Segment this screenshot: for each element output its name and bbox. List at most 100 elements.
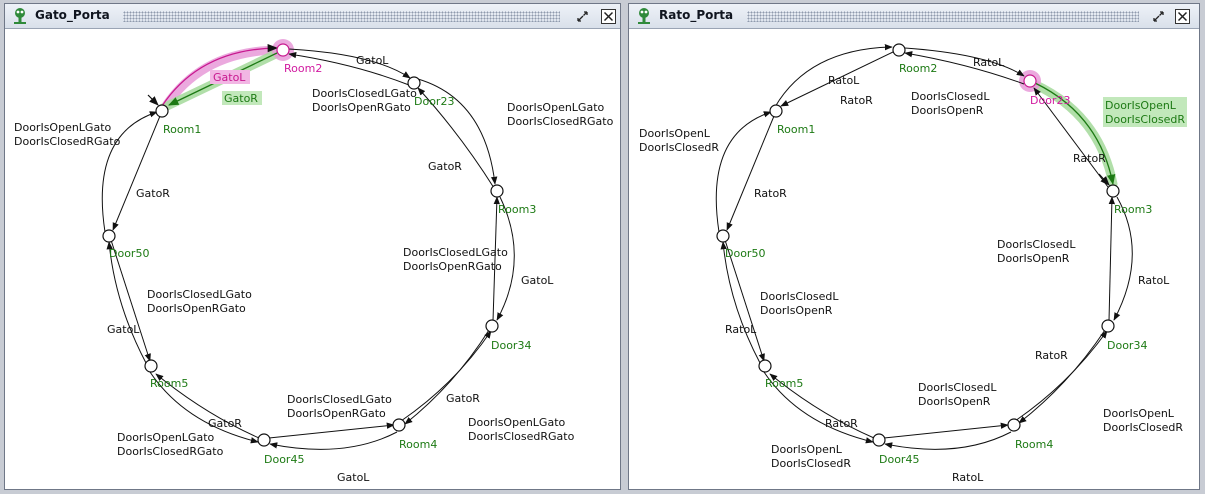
state-room2[interactable]: Room2 [892,43,937,75]
edge-door34-room4 [404,329,490,425]
edge-door34-room3 [1108,196,1116,322]
edge-room4-door34 [400,330,492,422]
state-label-room4: Room4 [399,438,437,451]
edge-room1-door50 [726,115,775,231]
edge-door45-room4 [883,422,1009,439]
restore-icon [1153,11,1164,22]
state-machine-diagram: Room1 Room2 Door23 Room3 Door34 Room4 Do… [14,39,614,484]
state-door50[interactable]: Door50 [716,229,765,260]
label-room4-door34-b: DoorIsClosedRGato [468,430,575,443]
edge-room5-door45 [763,371,874,444]
label-room3-door34: GatoL [521,274,554,287]
state-door23[interactable]: Door23 [1023,74,1070,107]
state-room4[interactable]: Room4 [392,418,437,451]
label-room4-door34-a: DoorIsOpenL [1103,407,1175,420]
edge-door23-room3 [1034,82,1116,186]
state-room3[interactable]: Room3 [490,184,536,216]
edge-door50-room1 [101,111,158,233]
state-room5[interactable]: Room5 [758,359,803,390]
label-door45-room4: GatoL [337,471,370,484]
state-room1[interactable]: Room1 [769,104,815,136]
label-door50-room5-a: DoorIsClosedL [760,290,839,303]
state-label-room1: Room1 [163,123,201,136]
label-room5-door45-b: DoorIsClosedRGato [117,445,224,458]
close-button[interactable] [1175,9,1190,24]
state-door34[interactable]: Door34 [485,319,531,352]
state-machine-diagram: Room1 Room2 Door23 Room3 Door34 Room4 Do… [639,43,1187,484]
label-room5-door45-b: DoorIsClosedR [771,457,851,470]
state-label-door23: Door23 [1030,94,1070,107]
label-room4-door45-a: DoorIsClosedLGato [287,393,392,406]
label-door23-room2-b: DoorIsOpenR [911,104,984,117]
state-label-door50: Door50 [725,247,765,260]
state-label-room5: Room5 [765,377,803,390]
label-door34-room4: GatoR [446,392,480,405]
edge-door50-room5 [110,239,151,362]
state-door50[interactable]: Door50 [102,229,149,260]
state-label-room4: Room4 [1015,438,1053,451]
label-room4-door45-b: DoorIsOpenRGato [287,407,386,420]
close-icon [1175,9,1190,24]
edge-room2-door23 [904,47,1025,77]
edge-door23-room2 [904,51,1025,85]
highlight-label-gatol [210,70,250,84]
label-door50-room1-a: DoorIsOpenL [639,127,711,140]
label-door23-room3-b: DoorIsClosedR [1105,113,1185,126]
edge-room1-room2 [161,43,279,107]
edge-room4-door45 [884,431,1012,450]
label-door34-room3-b: DoorIsOpenRGato [403,260,502,273]
state-label-door50: Door50 [109,247,149,260]
state-room5[interactable]: Room5 [144,359,188,390]
label-door23-room3-a: DoorIsOpenL [1105,99,1177,112]
label-door45-room4: RatoL [952,471,984,484]
restore-button[interactable] [1151,9,1166,24]
title-bar[interactable]: Rato_Porta [629,4,1199,29]
edge-room3-door23 [1033,87,1109,188]
state-room3[interactable]: Room3 [1106,184,1152,216]
state-room4[interactable]: Room4 [1007,418,1053,451]
label-room2-room1: GatoR [224,92,258,105]
label-door50-room1-a: DoorIsOpenLGato [14,121,112,134]
edge-door34-room4 [1018,329,1106,424]
label-room4-door45-a: DoorIsClosedL [918,381,997,394]
initial-arrow [1098,173,1110,186]
label-room2-room1: RatoL [828,74,860,87]
label-room1-room2: GatoL [213,71,246,84]
state-door45[interactable]: Door45 [257,433,304,466]
edge-room5-door50 [720,241,761,364]
label-room5-door45-a: DoorIsOpenL [771,443,843,456]
label-door23-room2-b: DoorIsOpenRGato [312,101,411,114]
close-icon [601,9,616,24]
label-door23-room3-a: DoorIsOpenLGato [507,101,605,114]
state-door23[interactable]: Door23 [407,76,454,108]
state-door34[interactable]: Door34 [1101,319,1147,352]
state-room2[interactable]: Room2 [276,43,322,75]
state-label-room3: Room3 [1114,203,1152,216]
label-room5-door50: RatoL [725,323,757,336]
label-room5-door45-a: DoorIsOpenLGato [117,431,215,444]
state-label-room5: Room5 [150,377,188,390]
label-door50-room5-b: DoorIsOpenR [760,304,833,317]
state-room1[interactable]: Room1 [155,104,201,136]
title-bar[interactable]: Gato_Porta [5,4,620,29]
state-door45[interactable]: Door45 [872,433,919,466]
label-room3-door34: RatoL [1138,274,1170,287]
label-door34-room3-a: DoorIsClosedLGato [403,246,508,259]
state-label-room3: Room3 [498,203,536,216]
edge-door23-room2 [288,51,410,86]
edge-room4-door34 [1014,330,1108,422]
restore-button[interactable] [575,9,590,24]
label-door34-room3-b: DoorIsOpenR [997,252,1070,265]
state-label-door45: Door45 [264,453,304,466]
edge-room2-room1 [780,51,894,107]
edge-room1-door50 [112,115,161,231]
label-room2-door23: GatoL [356,54,389,67]
close-button[interactable] [601,9,616,24]
label-room4-door34-b: DoorIsClosedR [1103,421,1183,434]
edge-room5-door50 [106,241,147,364]
label-door45-room5: RatoR [825,417,858,430]
edge-room2-door23 [288,48,411,79]
state-label-room2: Room2 [899,62,937,75]
label-door23-room3-b: DoorIsClosedRGato [507,115,614,128]
label-room1-door50: GatoR [136,187,170,200]
